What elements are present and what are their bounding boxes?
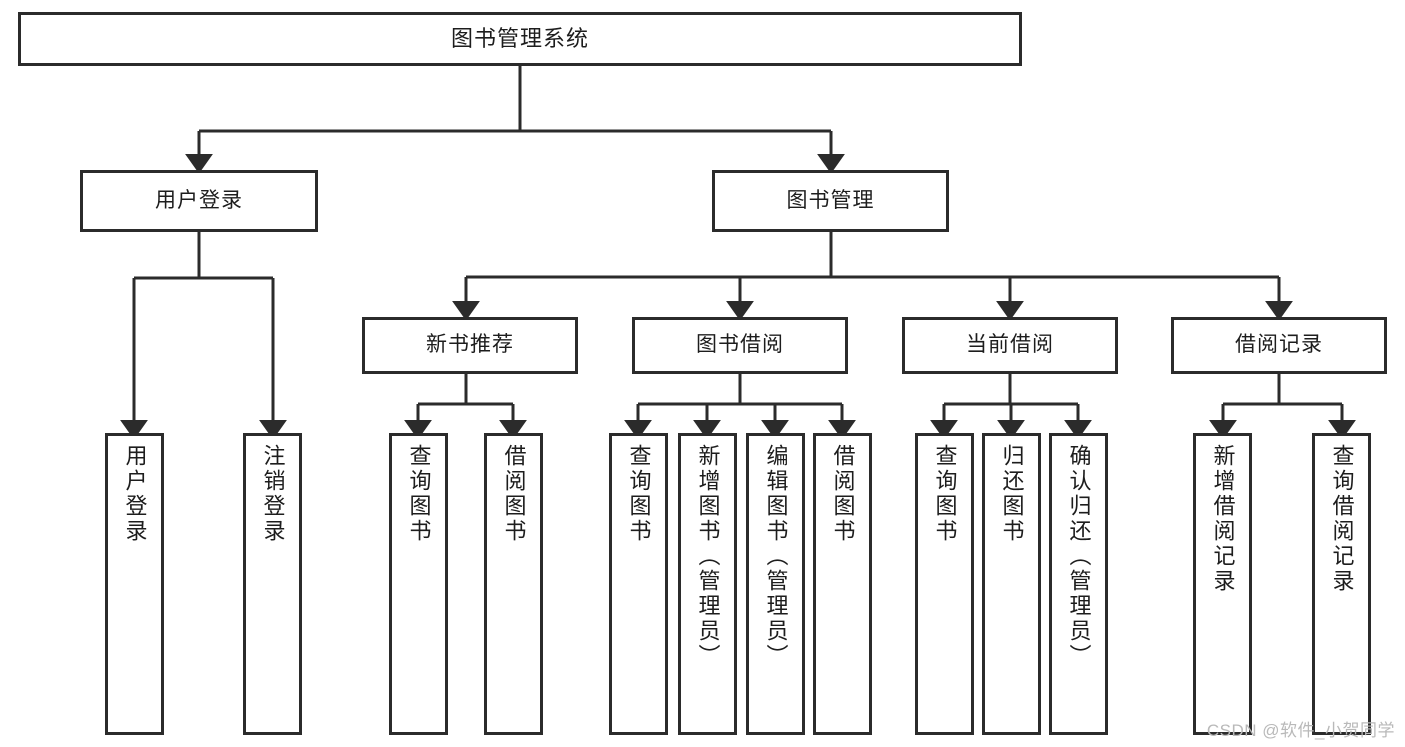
node-current-borrow[interactable]: 当前借阅 xyxy=(902,317,1118,374)
leaf-label: 借阅图书 xyxy=(501,444,527,544)
leaf-label: 注销登录 xyxy=(260,444,286,544)
leaf-label: 编辑图书（管理员） xyxy=(763,444,789,669)
node-user-login[interactable]: 用户登录 xyxy=(80,170,318,232)
leaf-new-book-query[interactable]: 查询图书 xyxy=(389,433,448,735)
leaf-book-borrow-add[interactable]: 新增图书（管理员） xyxy=(678,433,737,735)
node-book-management-label: 图书管理 xyxy=(786,188,875,212)
leaf-label: 查询图书 xyxy=(406,444,432,544)
leaf-borrow-record-add[interactable]: 新增借阅记录 xyxy=(1193,433,1252,735)
leaf-label: 确认归还（管理员） xyxy=(1066,444,1092,669)
leaf-user-login-logout[interactable]: 注销登录 xyxy=(243,433,302,735)
leaf-label: 新增借阅记录 xyxy=(1210,444,1236,594)
node-book-borrow[interactable]: 图书借阅 xyxy=(632,317,848,374)
leaf-label: 新增图书（管理员） xyxy=(695,444,721,669)
node-book-borrow-label: 图书借阅 xyxy=(696,333,784,357)
leaf-label: 查询借阅记录 xyxy=(1329,444,1355,594)
leaf-label: 查询图书 xyxy=(932,444,958,544)
node-root-label: 图书管理系统 xyxy=(450,26,589,52)
leaf-label: 查询图书 xyxy=(626,444,652,544)
leaf-borrow-record-query[interactable]: 查询借阅记录 xyxy=(1312,433,1371,735)
leaf-current-borrow-return[interactable]: 归还图书 xyxy=(982,433,1041,735)
node-borrow-records[interactable]: 借阅记录 xyxy=(1171,317,1387,374)
node-current-borrow-label: 当前借阅 xyxy=(966,333,1054,357)
node-new-book-recommend[interactable]: 新书推荐 xyxy=(362,317,578,374)
leaf-book-borrow-edit[interactable]: 编辑图书（管理员） xyxy=(746,433,805,735)
watermark: CSDN @软件_小贺同学 xyxy=(1206,721,1395,740)
leaf-label: 借阅图书 xyxy=(830,444,856,544)
node-new-book-recommend-label: 新书推荐 xyxy=(426,333,514,357)
node-root[interactable]: 图书管理系统 xyxy=(18,12,1022,66)
leaf-current-borrow-confirm-return[interactable]: 确认归还（管理员） xyxy=(1049,433,1108,735)
leaf-book-borrow-query[interactable]: 查询图书 xyxy=(609,433,668,735)
node-borrow-records-label: 借阅记录 xyxy=(1235,333,1323,357)
leaf-new-book-borrow[interactable]: 借阅图书 xyxy=(484,433,543,735)
leaf-book-borrow-borrow[interactable]: 借阅图书 xyxy=(813,433,872,735)
node-user-login-label: 用户登录 xyxy=(155,188,243,212)
leaf-label: 归还图书 xyxy=(999,444,1025,544)
leaf-current-borrow-query[interactable]: 查询图书 xyxy=(915,433,974,735)
leaf-user-login-login[interactable]: 用户登录 xyxy=(105,433,164,735)
leaf-label: 用户登录 xyxy=(122,444,148,544)
node-book-management[interactable]: 图书管理 xyxy=(712,170,949,232)
